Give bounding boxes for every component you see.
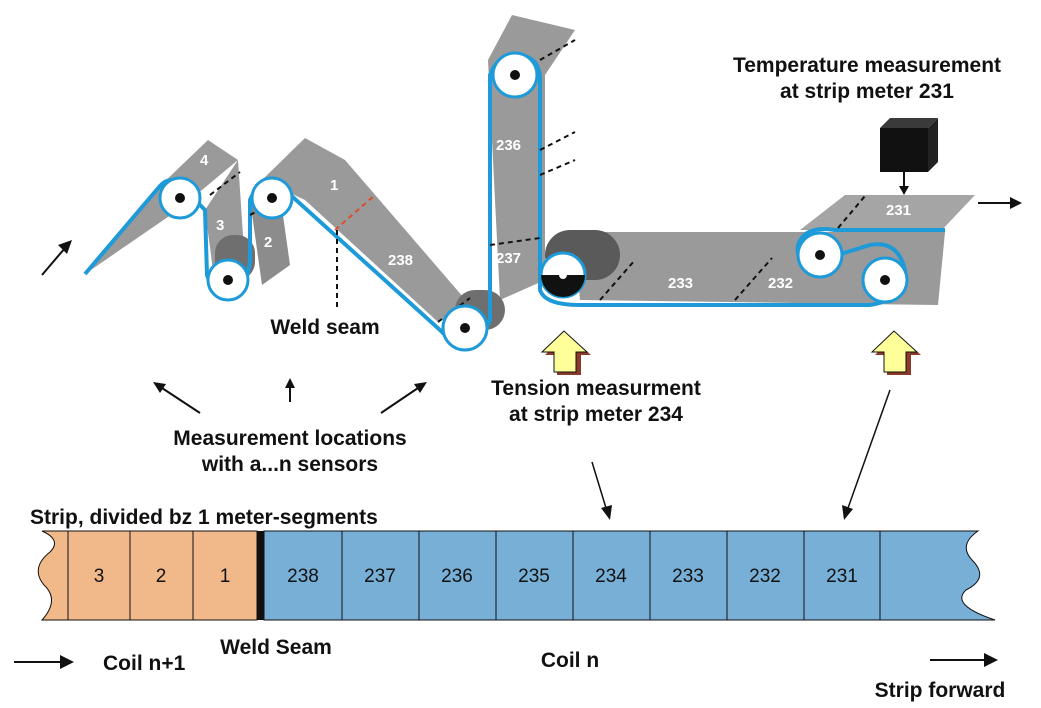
roll-tension xyxy=(539,251,587,299)
tension-label-line2: at strip meter 234 xyxy=(509,403,683,426)
strip-cell-label: 1 xyxy=(220,566,231,587)
weld-seam-bottom-label: Weld Seam xyxy=(220,636,332,659)
strip-cell-label: 2 xyxy=(156,566,167,587)
belt-segment-label: 234 xyxy=(545,203,571,220)
belt-segment-label: 232 xyxy=(768,275,793,292)
strip-cell-label: 233 xyxy=(672,566,704,587)
coil-current-cells: 238 237 236 235 234 233 232 231 xyxy=(263,530,881,621)
coil-next-label: Coil n+1 xyxy=(103,652,186,675)
boundary-4-3 xyxy=(209,171,241,196)
up-arrow-icon xyxy=(540,330,591,375)
belt-line: 4 3 2 1 238 237 236 235 234 233 232 231 xyxy=(41,15,1022,352)
strip-cell-label: 3 xyxy=(94,566,105,587)
strip-cell xyxy=(495,530,574,621)
belt-segment-label: 237 xyxy=(496,250,521,267)
boundary-233-232 xyxy=(734,257,773,301)
belt-segment-label: 3 xyxy=(216,217,224,234)
locations-label-line2: with a...n sensors xyxy=(201,453,378,476)
strip-cell-label: 234 xyxy=(595,566,627,587)
strip-cell xyxy=(726,530,805,621)
strip-cell xyxy=(803,530,881,621)
boundary-235-234 xyxy=(539,159,576,176)
strip-forward-label: Strip forward xyxy=(875,679,1006,702)
strip-cell-label: 238 xyxy=(287,566,319,587)
coil-current-label: Coil n xyxy=(541,649,599,672)
strip-cell xyxy=(341,530,420,621)
roll xyxy=(441,304,489,352)
belt-segment-label: 238 xyxy=(388,252,413,269)
boundary-236-235 xyxy=(539,131,576,151)
strip-cell xyxy=(649,530,728,621)
coil-next-cells: 3 2 1 xyxy=(67,530,258,621)
black-cube-icon xyxy=(880,118,938,172)
belt-segment-label: 231 xyxy=(886,202,911,219)
strip-cell xyxy=(192,530,258,621)
strip-cell-label: 237 xyxy=(364,566,396,587)
roll xyxy=(491,51,539,99)
strip-cell xyxy=(418,530,497,621)
belt-segment-label: 4 xyxy=(200,152,209,169)
strip-cell xyxy=(572,530,651,621)
belt-segment-labels: 4 3 2 1 238 237 236 235 234 233 232 231 xyxy=(200,105,911,292)
boundary-232-231 xyxy=(837,195,866,229)
tension-label-line1: Tension measurment xyxy=(491,377,701,400)
temperature-label-line2: at strip meter 231 xyxy=(780,80,954,103)
weld-seam-bar xyxy=(257,531,264,620)
locations-label-line1: Measurement locations xyxy=(173,427,406,450)
strip-title: Strip, divided bz 1 meter-segments xyxy=(30,506,378,529)
roll xyxy=(796,231,844,279)
belt-segment-label: 1 xyxy=(330,177,338,194)
temperature-label-line1: Temperature measurement xyxy=(733,54,1001,77)
strip-torn-left xyxy=(37,530,69,621)
roll xyxy=(861,256,909,304)
strip-torn-right xyxy=(879,530,996,621)
cell-pointer-heads xyxy=(601,505,853,520)
belt-depth-diag xyxy=(262,138,470,322)
entry-arrow-icon xyxy=(41,240,72,276)
location-pointers xyxy=(161,386,419,414)
belt-depth-exit xyxy=(800,195,975,232)
strip-cell-label: 236 xyxy=(441,566,473,587)
rolls xyxy=(158,51,909,352)
strip-cell-label: 232 xyxy=(749,566,781,587)
weld-seam-label: Weld seam xyxy=(270,316,379,339)
roll xyxy=(206,258,250,302)
boundary-top-tower xyxy=(539,39,576,61)
coil-next-arrow-icon xyxy=(14,655,74,669)
roll xyxy=(250,176,294,220)
strip-cell xyxy=(129,530,194,621)
linear-strip: 3 2 1 238 237 236 235 234 233 232 231 xyxy=(37,530,996,621)
roll xyxy=(158,176,202,220)
belt-segment-label: 235 xyxy=(545,105,570,122)
location-pointer-heads xyxy=(153,378,427,393)
cell-pointers xyxy=(591,389,891,509)
strip-cell-label: 231 xyxy=(826,566,858,587)
belt-segment-label: 236 xyxy=(496,137,521,154)
up-arrow-icon xyxy=(870,330,921,375)
belt-segment-label: 2 xyxy=(264,234,272,251)
strip-cell xyxy=(263,530,343,621)
belt-segment-label: 233 xyxy=(668,275,693,292)
temperature-arrow-icon xyxy=(899,172,909,195)
strip-cell-label: 235 xyxy=(518,566,550,587)
exit-arrow-icon xyxy=(978,197,1022,209)
strip-forward-arrow-icon xyxy=(930,653,998,667)
